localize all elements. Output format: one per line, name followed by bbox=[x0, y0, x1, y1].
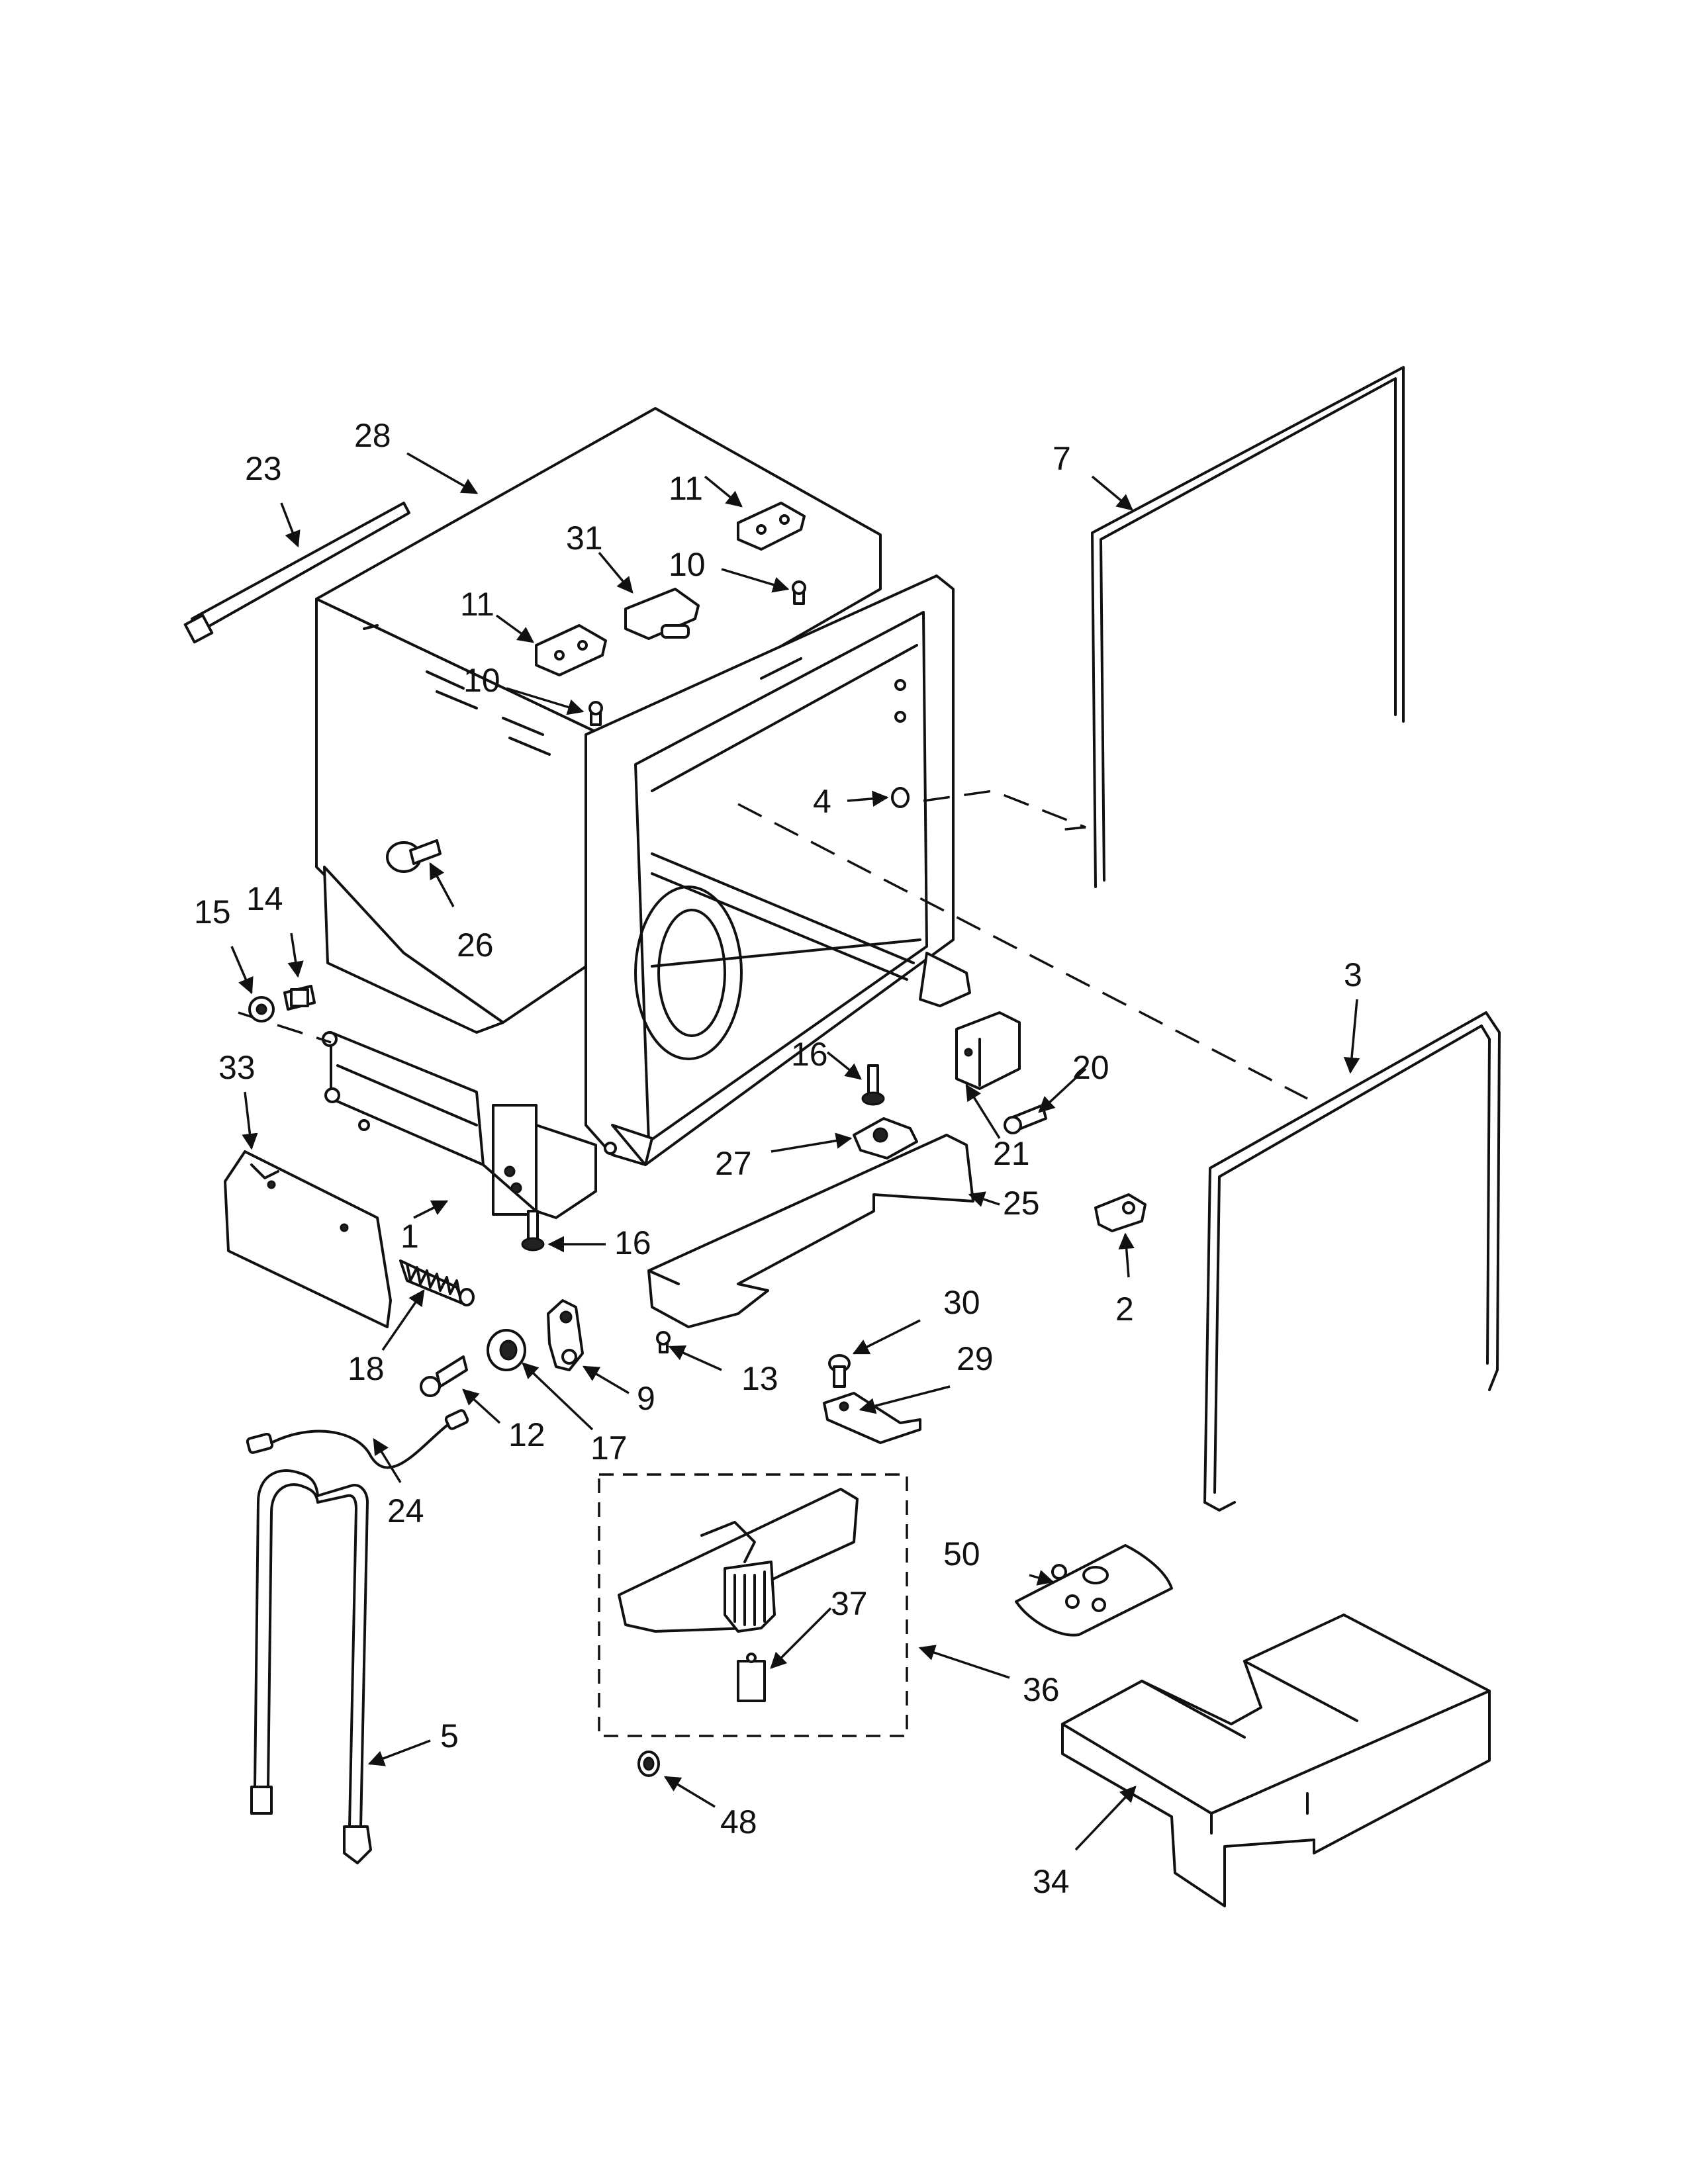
callout-5: 5 bbox=[440, 1717, 459, 1754]
callout-14: 14 bbox=[246, 880, 283, 917]
drain-hose bbox=[250, 1469, 372, 1864]
bracket-screw bbox=[1004, 1104, 1047, 1134]
leveling-leg-lower bbox=[521, 1210, 545, 1251]
callout-1: 1 bbox=[400, 1218, 419, 1255]
callout-24: 24 bbox=[387, 1492, 424, 1529]
screw-lower bbox=[588, 701, 603, 726]
callout-11b: 11 bbox=[460, 586, 494, 623]
callout-26: 26 bbox=[457, 927, 494, 964]
leader-arrows bbox=[230, 452, 1360, 1851]
thermostat-bracket bbox=[823, 1392, 921, 1444]
callout-29: 29 bbox=[957, 1340, 994, 1377]
tub-plug bbox=[386, 839, 442, 873]
callout-12: 12 bbox=[508, 1416, 545, 1453]
callout-3: 3 bbox=[1344, 956, 1362, 993]
callout-15: 15 bbox=[194, 893, 231, 931]
access-panel bbox=[224, 1150, 392, 1328]
callout-labels: 28 23 7 11 31 10 11 10 4 26 15 14 33 3 2… bbox=[194, 417, 1362, 1900]
callout-21: 21 bbox=[993, 1135, 1030, 1172]
callout-13: 13 bbox=[741, 1360, 778, 1397]
callout-50: 50 bbox=[943, 1535, 980, 1572]
callout-25: 25 bbox=[1003, 1185, 1040, 1222]
callout-23: 23 bbox=[245, 450, 282, 487]
spring-48 bbox=[637, 1751, 660, 1777]
callout-4: 4 bbox=[813, 783, 831, 820]
callout-36: 36 bbox=[1023, 1671, 1060, 1708]
hinge-upper bbox=[737, 502, 806, 551]
callout-34: 34 bbox=[1033, 1863, 1070, 1900]
callout-7: 7 bbox=[1053, 440, 1071, 477]
cable-tie bbox=[183, 502, 410, 644]
bracket-9 bbox=[547, 1299, 584, 1371]
callout-18: 18 bbox=[348, 1350, 385, 1387]
callout-11a: 11 bbox=[669, 470, 703, 507]
bolt-14 bbox=[283, 985, 316, 1011]
screw-upper bbox=[792, 580, 806, 605]
callout-31: 31 bbox=[566, 520, 603, 557]
tub-gasket bbox=[1203, 1011, 1501, 1512]
callout-37: 37 bbox=[831, 1585, 868, 1622]
callout-9: 9 bbox=[637, 1380, 655, 1417]
thermostat bbox=[828, 1354, 851, 1388]
callout-30: 30 bbox=[943, 1284, 980, 1321]
wheel bbox=[487, 1329, 526, 1371]
sub-assembly-box bbox=[598, 1473, 908, 1737]
callout-10a: 10 bbox=[669, 546, 706, 583]
door-bumper bbox=[891, 787, 910, 808]
leveling-leg-upper bbox=[861, 1064, 885, 1106]
callout-33: 33 bbox=[218, 1049, 256, 1086]
callout-16a: 16 bbox=[791, 1036, 828, 1073]
nut-15 bbox=[248, 996, 275, 1023]
manifold bbox=[618, 1488, 859, 1633]
vent-clip bbox=[624, 588, 700, 640]
insulation-blanket bbox=[1061, 1614, 1491, 1907]
parts-bag bbox=[1015, 1544, 1173, 1637]
spring bbox=[399, 1259, 475, 1306]
callout-2: 2 bbox=[1115, 1291, 1134, 1328]
callout-17: 17 bbox=[590, 1430, 628, 1467]
callout-20: 20 bbox=[1072, 1049, 1109, 1086]
ground-wire bbox=[246, 1409, 469, 1469]
callout-10b: 10 bbox=[463, 662, 500, 699]
door-gasket bbox=[1091, 366, 1405, 888]
base-plate bbox=[647, 1134, 974, 1328]
callout-28: 28 bbox=[354, 417, 391, 454]
screw-13 bbox=[656, 1331, 671, 1353]
clip bbox=[1094, 1193, 1147, 1232]
callout-48: 48 bbox=[720, 1803, 757, 1841]
hinge-lower bbox=[535, 624, 607, 676]
valve-37 bbox=[737, 1653, 766, 1702]
callout-16b: 16 bbox=[614, 1224, 651, 1261]
tub-assembly bbox=[315, 407, 971, 1219]
mounting-bracket bbox=[955, 1011, 1021, 1090]
leveler bbox=[853, 1117, 918, 1160]
screw-12 bbox=[420, 1355, 468, 1397]
callout-27: 27 bbox=[715, 1145, 752, 1182]
